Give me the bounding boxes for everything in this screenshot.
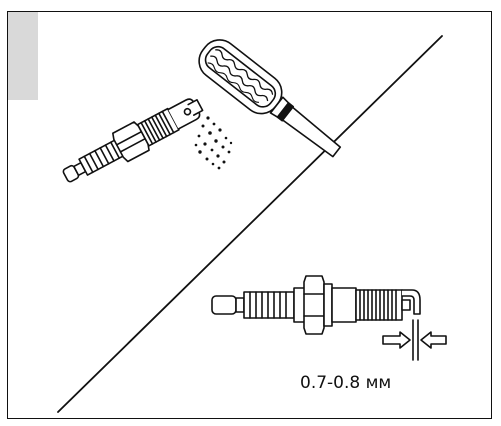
debris-particles-icon (194, 116, 233, 170)
dirty-spark-plug-icon (62, 98, 204, 183)
cleaning-brush-icon (198, 39, 342, 158)
gap-arrows-icon (382, 319, 447, 361)
gap-measurement-label: 0.7-0.8 мм (300, 373, 392, 393)
gap-spark-plug-icon (211, 275, 421, 335)
corner-tab (8, 12, 38, 100)
diagonal-divider (57, 35, 443, 413)
